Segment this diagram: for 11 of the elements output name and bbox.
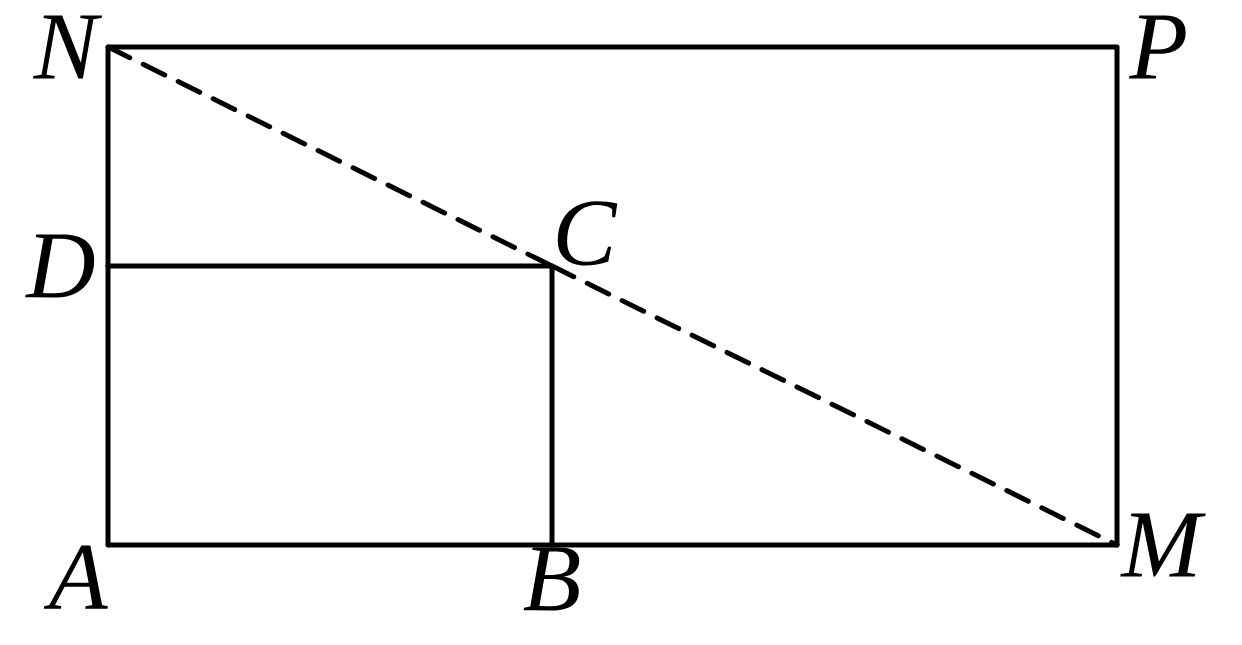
dashed-line — [549, 263, 1120, 548]
point-label: B — [523, 547, 580, 611]
point-label: P — [1128, 15, 1186, 79]
point-label: D — [25, 234, 95, 298]
point-label: N — [32, 15, 103, 79]
point-label: M — [1120, 513, 1206, 577]
line-segment — [1114, 44, 1120, 548]
dashed-line — [105, 44, 555, 269]
point-label: C — [557, 201, 618, 266]
line-segment — [105, 44, 1120, 50]
point-label: A — [43, 545, 108, 609]
